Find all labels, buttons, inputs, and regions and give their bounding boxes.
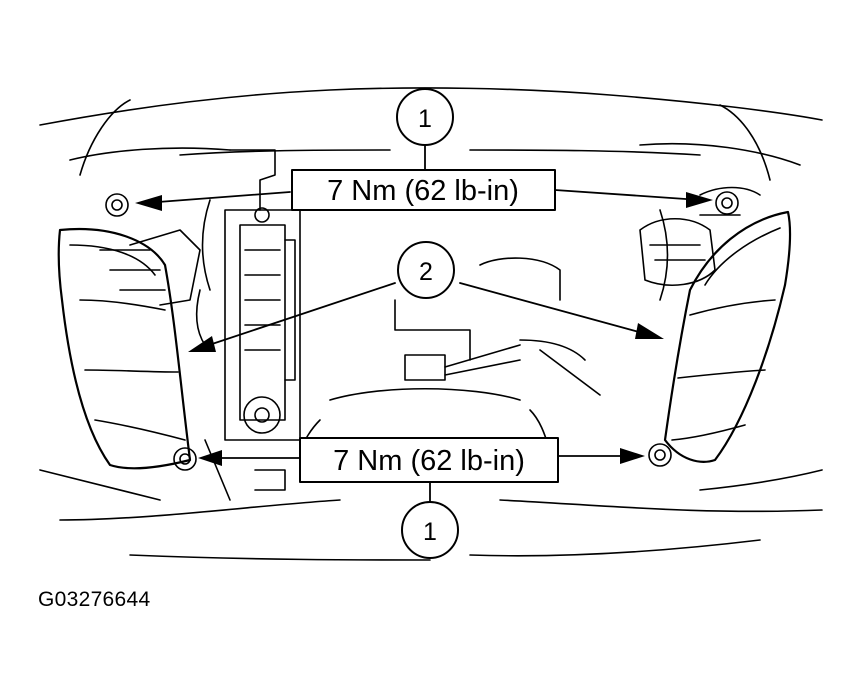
torque-label-bottom: 7 Nm (62 lb-in): [333, 445, 525, 477]
callout-circle-bottom: [401, 501, 459, 559]
leader-lines: [144, 144, 701, 503]
callout-number-bottom: 1: [423, 518, 437, 546]
torque-box-top: [291, 169, 556, 211]
screw-bottom-right: [648, 443, 672, 467]
torque-label-top: 7 Nm (62 lb-in): [327, 175, 519, 207]
callout-circle-top: [396, 88, 454, 146]
left-steering-switch: [57, 228, 201, 470]
callout-number-middle: 2: [419, 258, 433, 286]
center-hub: [299, 257, 601, 451]
screw-top-right: [715, 191, 739, 215]
left-bracket: [195, 149, 301, 501]
torque-box-bottom: [299, 437, 559, 483]
right-steering-switch: [663, 210, 792, 463]
right-bracket: [639, 186, 761, 286]
callout-number-top: 1: [418, 105, 432, 133]
screw-top-left: [105, 193, 129, 217]
screw-bottom-left: [173, 447, 197, 471]
callout-circle-middle: [397, 241, 455, 299]
figure-id: G03276644: [38, 588, 151, 611]
steering-wheel-outline: [39, 87, 823, 561]
arrowheads: [135, 192, 713, 466]
